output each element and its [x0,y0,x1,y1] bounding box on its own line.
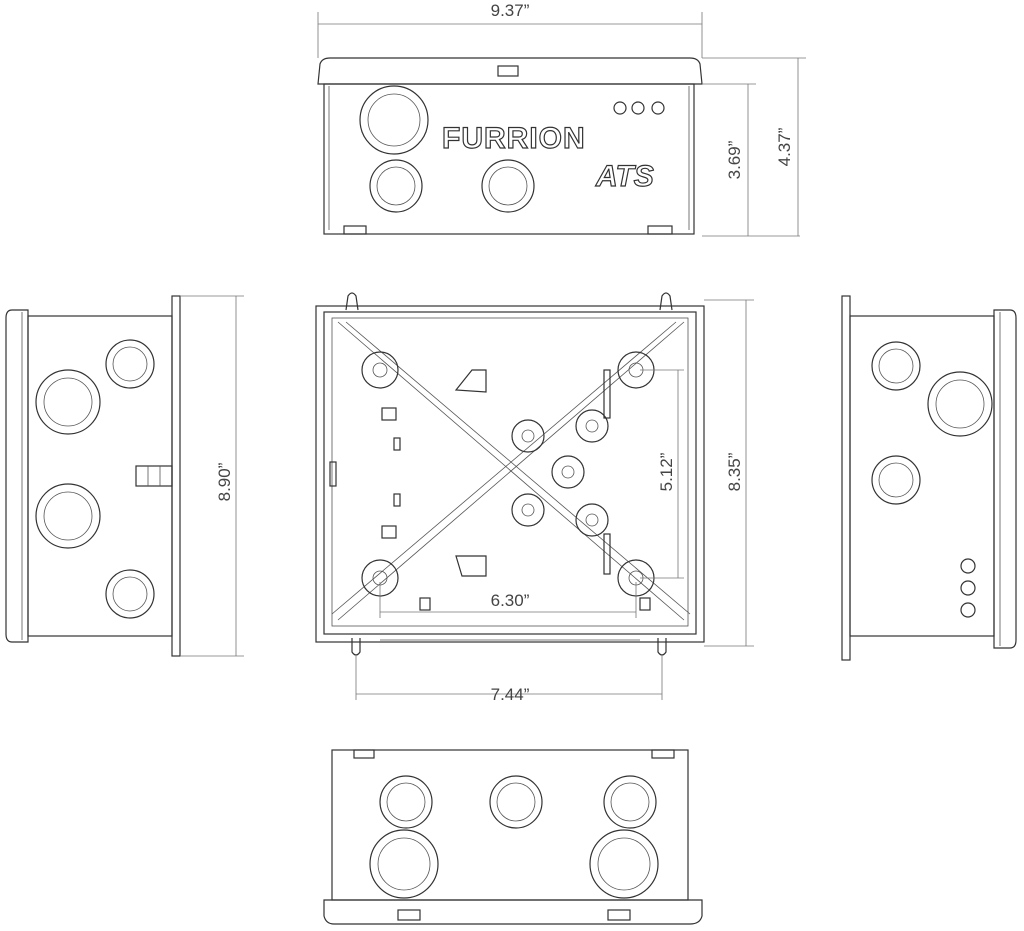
side-height-dimension: 8.90” [180,295,244,657]
front-mount-horizontal-label: 6.30” [491,591,530,610]
right-side-view [841,295,1017,661]
top-height-inner-dimension: 3.69” [702,83,800,237]
side-height-label: 8.90” [215,462,234,501]
front-height-label: 8.35” [725,452,744,491]
top-width-label: 9.37” [491,1,530,20]
front-flange-width-label: 7.44” [491,685,530,704]
top-view: FURRION ATS [317,57,703,235]
top-height-outer-label: 4.37” [775,127,794,166]
front-mount-vertical-label: 5.12” [657,452,676,491]
bottom-view [323,749,703,925]
front-height-dimension: 8.35” [704,299,754,647]
top-height-outer-dimension: 4.37” [702,57,806,236]
model-label: ATS [595,160,654,193]
brand-logo: FURRION [442,122,586,155]
front-mount-horizontal-dimension: 6.30” [379,582,637,618]
front-flange-width-dimension: 7.44” [355,656,663,704]
front-mount-vertical-dimension: 5.12” [640,369,684,579]
front-view [315,292,705,656]
top-height-inner-label: 3.69” [725,140,744,179]
top-width-dimension: 9.37” [317,1,703,58]
left-side-view [5,295,181,657]
